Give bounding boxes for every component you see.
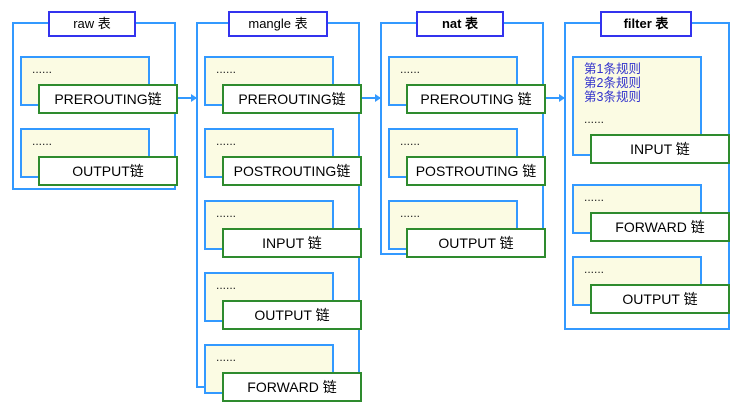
chain-label: INPUT 链 — [222, 228, 362, 258]
rules-ellipsis: ...... — [584, 262, 605, 276]
chain-label: POSTROUTING 链 — [406, 156, 546, 186]
rules-ellipsis: ...... — [400, 62, 421, 76]
rules-ellipsis: ...... — [32, 134, 53, 148]
rules-ellipsis: ...... — [584, 112, 605, 126]
table-title-filter: filter 表 — [600, 11, 692, 37]
arrow-mangle-to-nat — [360, 94, 381, 102]
chain-raw-0: ...... PREROUTING链 — [20, 56, 178, 114]
arrow-nat-to-filter — [544, 94, 565, 102]
chain-mangle-3: ...... OUTPUT 链 — [204, 272, 362, 330]
chain-nat-0: ...... PREROUTING 链 — [388, 56, 546, 114]
chain-label: PREROUTING链 — [38, 84, 178, 114]
rule-item: 第1条规则 — [584, 62, 641, 76]
chain-label: OUTPUT 链 — [406, 228, 546, 258]
chain-label: OUTPUT链 — [38, 156, 178, 186]
rules-ellipsis: ...... — [216, 134, 237, 148]
chain-label: INPUT 链 — [590, 134, 730, 164]
chain-label: OUTPUT 链 — [222, 300, 362, 330]
rules-ellipsis: ...... — [216, 62, 237, 76]
table-filter: filter 表第1条规则第2条规则第3条规则...... INPUT 链....… — [564, 11, 730, 330]
arrow-raw-to-mangle — [176, 94, 197, 102]
table-title-nat: nat 表 — [416, 11, 504, 37]
chain-filter-1: ...... FORWARD 链 — [572, 184, 730, 242]
table-mangle: mangle 表...... PREROUTING链...... POSTROUTI… — [196, 11, 362, 402]
rules-ellipsis: ...... — [400, 134, 421, 148]
rule-item: 第3条规则 — [584, 90, 641, 104]
chain-filter-0: 第1条规则第2条规则第3条规则...... INPUT 链 — [572, 56, 730, 164]
rule-list: 第1条规则第2条规则第3条规则 — [584, 62, 641, 104]
rules-ellipsis: ...... — [584, 190, 605, 204]
chain-raw-1: ...... OUTPUT链 — [20, 128, 178, 186]
chain-label: FORWARD 链 — [222, 372, 362, 402]
table-nat: nat 表...... PREROUTING 链...... POSTROUTING… — [380, 11, 546, 258]
chain-nat-2: ...... OUTPUT 链 — [388, 200, 546, 258]
chain-mangle-4: ...... FORWARD 链 — [204, 344, 362, 402]
rules-ellipsis: ...... — [216, 278, 237, 292]
rules-ellipsis: ...... — [400, 206, 421, 220]
chain-nat-1: ...... POSTROUTING 链 — [388, 128, 546, 186]
chain-label: FORWARD 链 — [590, 212, 730, 242]
chain-label: OUTPUT 链 — [590, 284, 730, 314]
rules-ellipsis: ...... — [216, 206, 237, 220]
chain-mangle-1: ...... POSTROUTING链 — [204, 128, 362, 186]
rules-ellipsis: ...... — [216, 350, 237, 364]
chain-mangle-2: ...... INPUT 链 — [204, 200, 362, 258]
chain-label: PREROUTING链 — [222, 84, 362, 114]
chain-filter-2: ...... OUTPUT 链 — [572, 256, 730, 314]
table-title-raw: raw 表 — [48, 11, 136, 37]
table-title-mangle: mangle 表 — [228, 11, 328, 37]
chain-label: PREROUTING 链 — [406, 84, 546, 114]
chain-label: POSTROUTING链 — [222, 156, 362, 186]
rules-ellipsis: ...... — [32, 62, 53, 76]
chain-mangle-0: ...... PREROUTING链 — [204, 56, 362, 114]
rule-item: 第2条规则 — [584, 76, 641, 90]
table-raw: raw 表...... PREROUTING链...... OUTPUT链 — [12, 11, 178, 190]
